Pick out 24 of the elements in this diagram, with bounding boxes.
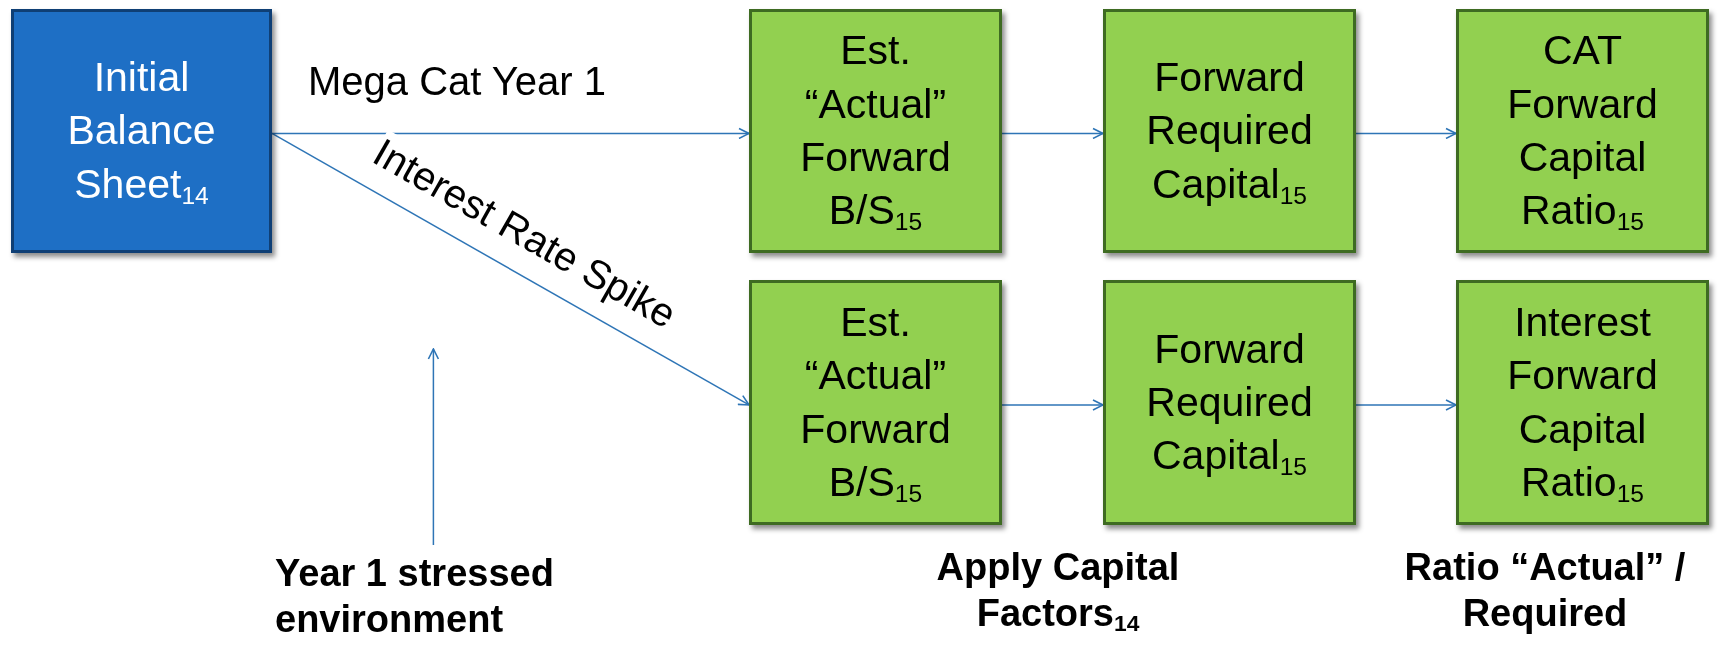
process-box (749, 9, 1002, 253)
step-label: Ratio “Actual” / Required (1403, 545, 1687, 636)
box-text: CAT Forward Capital Ratio$_{15}$ (1506, 26, 1659, 238)
arrow (271, 132, 750, 406)
process-box (1456, 280, 1709, 525)
process-box (1103, 280, 1356, 525)
box-text: Forward Required Capital$_{15}$ (1145, 324, 1314, 483)
arrow (1355, 399, 1457, 411)
box-text: Est. “Actual” Forward B/S$_{15}$ (799, 26, 952, 238)
box-text: Interest Forward Capital Ratio$_{15}$ (1506, 297, 1659, 509)
process-box (11, 9, 272, 253)
arrow (1355, 127, 1457, 140)
process-box (1103, 9, 1356, 253)
arrow (1001, 399, 1104, 411)
arrow (1001, 127, 1104, 140)
step-label: Apply Capital Factors$_{14}$ (935, 545, 1181, 637)
arrow (427, 348, 440, 546)
process-box (1456, 9, 1709, 253)
box-text: Est. “Actual” Forward B/S$_{15}$ (799, 297, 952, 509)
process-box (749, 280, 1002, 525)
arrow (271, 127, 750, 140)
note-text: Year 1 stressed environment (275, 551, 555, 642)
box-text: Initial Balance Sheet$_{14}$ (66, 53, 217, 211)
box-text: Forward Required Capital$_{15}$ (1145, 53, 1314, 211)
